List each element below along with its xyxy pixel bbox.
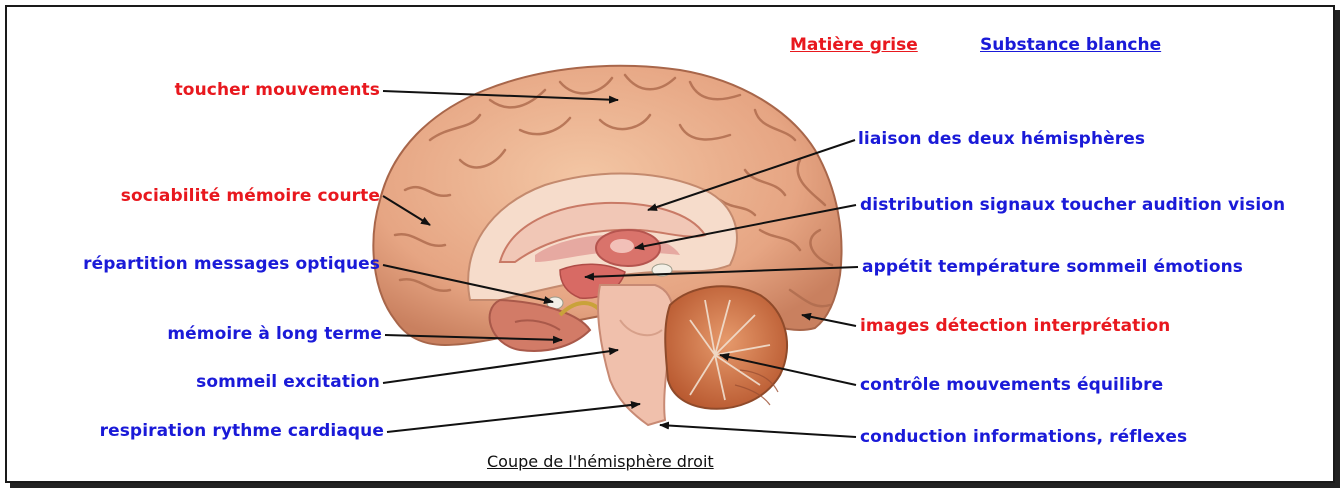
legend-white-matter: Substance blanche [980,35,1161,55]
label-medulla: respiration rythme cardiaque [100,421,384,441]
label-frontal-social: sociabilité mémoire courte [121,186,380,206]
label-optic-chiasm: répartition messages optiques [83,254,380,274]
label-spinal-cord: conduction informations, réflexes [860,427,1187,447]
label-occipital: images détection interprétation [860,316,1170,336]
label-hypothalamus: appétit température sommeil émotions [862,257,1243,277]
label-corpus-callosum: liaison des deux hémisphères [858,129,1145,149]
diagram-caption: Coupe de l'hémisphère droit [487,452,714,471]
label-cerebellum: contrôle mouvements équilibre [860,375,1163,395]
label-hippocampus: mémoire à long terme [167,324,382,344]
label-motor-touch: toucher mouvements [175,80,380,100]
label-thalamus: distribution signaux toucher audition vi… [860,195,1285,215]
label-reticular: sommeil excitation [196,372,380,392]
legend-grey-matter: Matière grise [790,35,918,55]
cerebellum [665,286,787,408]
